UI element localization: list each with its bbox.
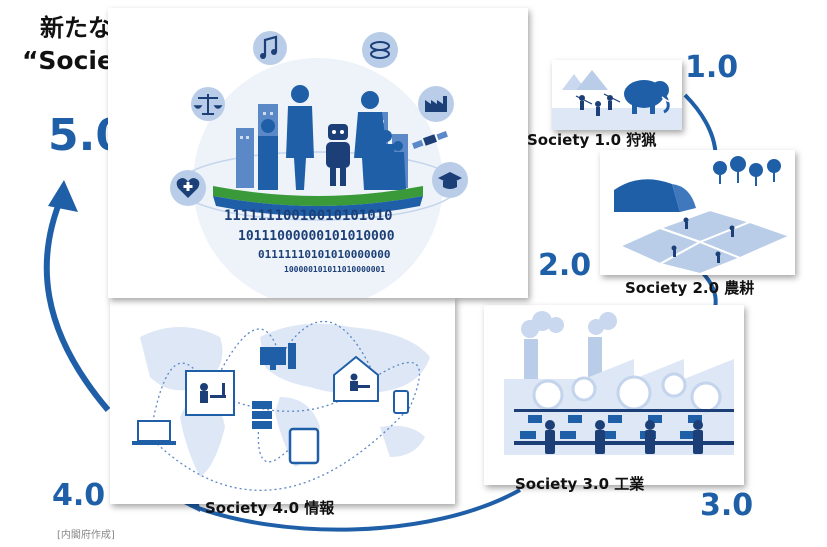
factory-illustration xyxy=(484,305,744,485)
server-icon xyxy=(252,401,272,429)
music-icon xyxy=(253,31,287,65)
society-5-card: 11111110010010101010 1011100000010101000… xyxy=(108,8,528,298)
office-worker-icon xyxy=(185,370,235,416)
agriculture-illustration xyxy=(600,150,795,275)
home-worker-icon xyxy=(333,355,379,402)
graduation-cap-icon xyxy=(432,162,468,198)
heart-plus-icon xyxy=(170,170,206,206)
society-2-card xyxy=(600,150,795,275)
binary-line-2: 10111000000101010000 xyxy=(238,229,395,244)
mammoth-icon xyxy=(624,80,673,114)
stage-number-1: 1.0 xyxy=(685,50,739,85)
information-network-illustration xyxy=(110,297,455,504)
binary-line-4: 100000101011010000001 xyxy=(284,265,385,274)
society-3-label: Society 3.0 工業 xyxy=(515,475,645,493)
hunting-illustration xyxy=(552,60,682,130)
society-2-label: Society 2.0 農耕 xyxy=(625,279,755,297)
binary-line-3: 01111110101010000000 xyxy=(258,248,390,261)
binary-line-1: 11111110010010101010 xyxy=(224,208,393,224)
laptop-icon xyxy=(132,420,176,445)
society-1-card xyxy=(552,60,682,130)
robot-icon xyxy=(326,124,350,186)
smartphone-icon xyxy=(393,390,409,414)
factory-icon xyxy=(418,86,454,122)
stage-number-4: 4.0 xyxy=(52,478,106,513)
coins-icon xyxy=(362,32,398,68)
society-3-card xyxy=(484,305,744,485)
tablet-icon xyxy=(288,427,320,465)
stage-number-3: 3.0 xyxy=(700,488,754,523)
desktop-computer-icon xyxy=(260,343,296,370)
binary-digits: 11111110010010101010 1011100000010101000… xyxy=(224,208,395,274)
stage-number-2: 2.0 xyxy=(538,248,592,283)
society-5-illustration: 11111110010010101010 1011100000010101000… xyxy=(108,8,528,298)
society-4-card xyxy=(110,297,455,504)
satellite-icon xyxy=(412,131,448,149)
society-4-label: Society 4.0 情報 xyxy=(205,499,335,517)
scales-icon xyxy=(191,87,225,121)
source-credit: [内閣府作成] xyxy=(57,530,115,541)
society-1-label: Society 1.0 狩猟 xyxy=(527,131,657,149)
